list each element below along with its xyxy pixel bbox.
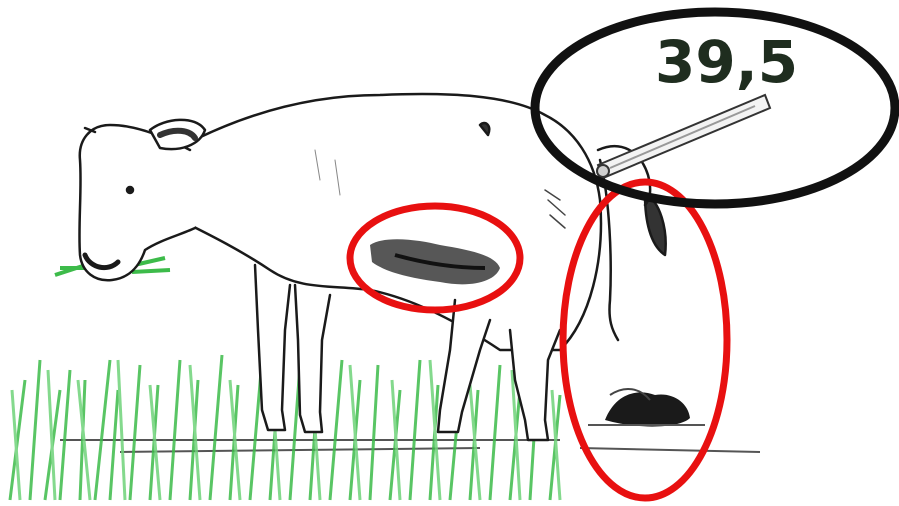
ground (60, 440, 760, 452)
cow-body (79, 94, 665, 440)
dung-pile-icon (588, 389, 705, 427)
temperature-reading: 39,5 (655, 28, 798, 96)
thermometer-icon (597, 95, 770, 178)
tail-dung-highlight-circle (563, 182, 727, 498)
